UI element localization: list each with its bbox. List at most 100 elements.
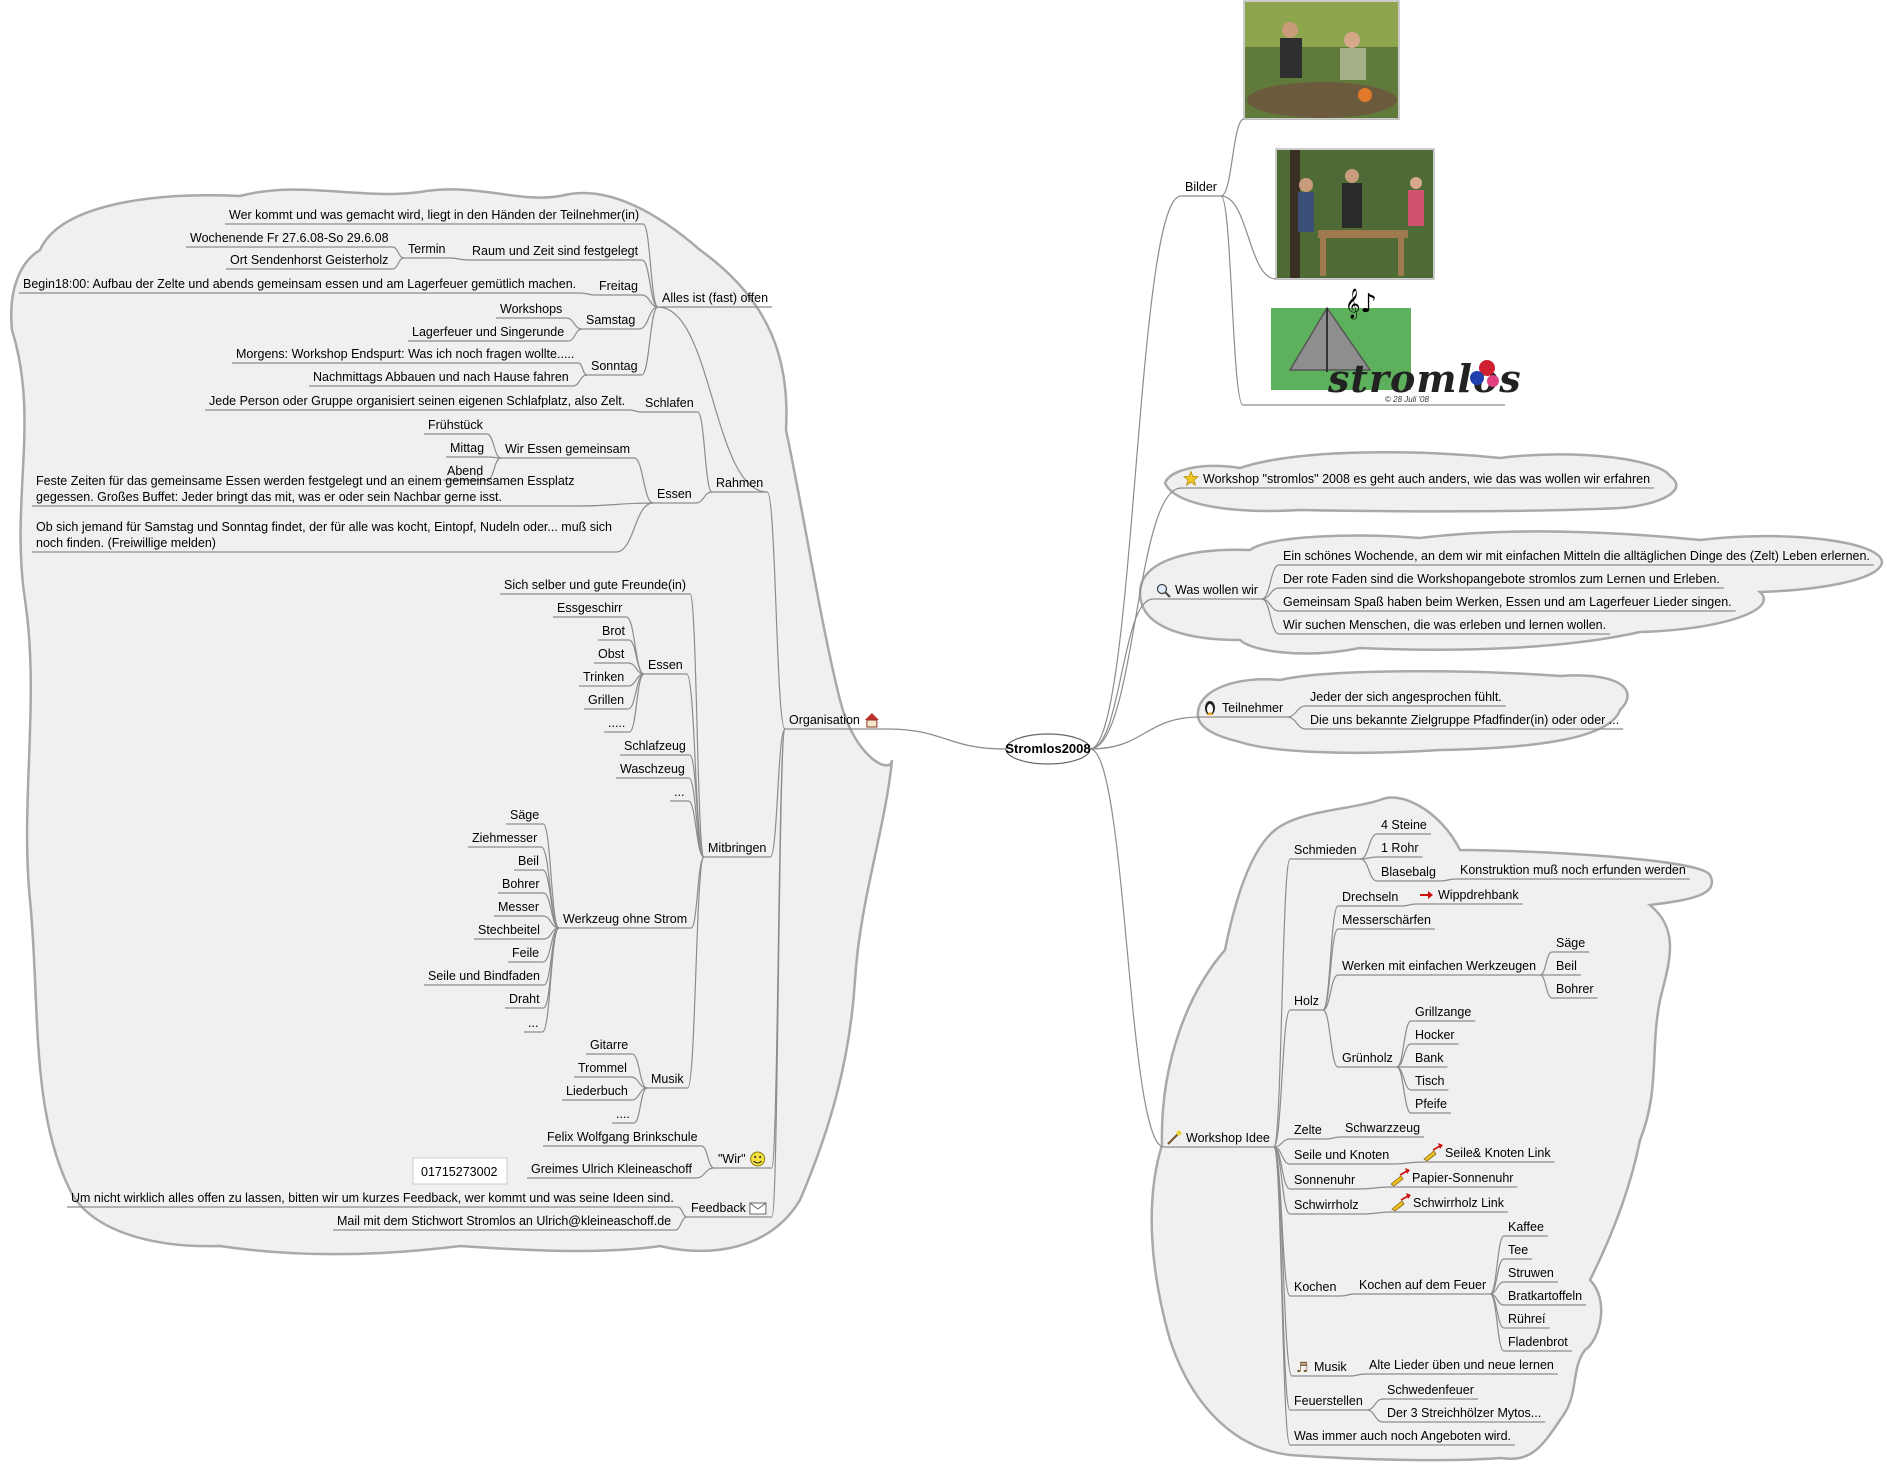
node-wz1[interactable]: Säge — [506, 808, 544, 825]
node-raum[interactable]: Raum und Zeit sind festgelegt — [468, 244, 643, 261]
node-mu3[interactable]: Liederbuch — [562, 1084, 632, 1101]
node-sc2[interactable]: 1 Rohr — [1377, 841, 1423, 858]
node-musik2[interactable]: ♬Musik — [1292, 1360, 1351, 1377]
node-so2[interactable]: Nachmittags Abbauen und nach Hause fahre… — [309, 370, 573, 387]
node-schmieden[interactable]: Schmieden — [1290, 843, 1361, 860]
node-tn1[interactable]: Jeder der sich angesprochen fühlt. — [1306, 690, 1506, 707]
node-fs2[interactable]: Der 3 Streichhölzer Mytos... — [1383, 1406, 1546, 1423]
node-ww3[interactable]: Gemeinsam Spaß haben beim Werken, Essen … — [1279, 595, 1736, 612]
node-w2[interactable]: Mittag — [446, 441, 489, 458]
node-se1[interactable]: Seile& Knoten Link — [1423, 1143, 1555, 1163]
node-freitag[interactable]: Freitag — [595, 279, 642, 296]
node-fb2[interactable]: Mail mit dem Stichwort Stromlos an Ulric… — [333, 1214, 676, 1231]
node-fs1[interactable]: Schwedenfeuer — [1383, 1383, 1478, 1400]
node-sonntag[interactable]: Sonntag — [587, 359, 642, 376]
node-alles[interactable]: Alles ist (fast) offen — [658, 291, 773, 308]
node-ww1[interactable]: Ein schönes Wochende, an dem wir mit ein… — [1279, 549, 1874, 566]
node-seile[interactable]: Seile und Knoten — [1290, 1148, 1394, 1165]
node-w1[interactable]: Frühstück — [424, 418, 487, 435]
node-werkzeug[interactable]: Werkzeug ohne Strom — [559, 912, 692, 929]
node-dr1[interactable]: Wippdrehbank — [1416, 888, 1523, 905]
node-g4[interactable]: Tisch — [1411, 1074, 1449, 1091]
node-h1[interactable]: Messerschärfen — [1338, 913, 1435, 930]
stromlos-logo[interactable]: 𝄞♪ stromlos © 28 Juli '08 — [1243, 283, 1522, 406]
node-t1[interactable]: Wochenende Fr 27.6.08-So 29.6.08 — [186, 231, 393, 248]
node-samstag[interactable]: Samstag — [582, 313, 640, 330]
node-k1[interactable]: Kaffee — [1504, 1220, 1548, 1237]
node-mu2[interactable]: Trommel — [574, 1061, 631, 1078]
node-s1[interactable]: Workshops — [496, 302, 567, 319]
node-schwirr[interactable]: Schwirrholz — [1290, 1198, 1363, 1215]
node-holz[interactable]: Holz — [1290, 994, 1324, 1011]
node-ww4[interactable]: Wir suchen Menschen, die was erleben und… — [1279, 618, 1611, 635]
node-su1[interactable]: Papier-Sonnenuhr — [1390, 1168, 1518, 1188]
node-g5[interactable]: Pfeife — [1411, 1097, 1451, 1114]
node-e1[interactable]: Feste Zeiten für das gemeinsame Essen we… — [32, 474, 579, 507]
node-feuer[interactable]: Feuerstellen — [1290, 1394, 1367, 1411]
node-teilnehmer[interactable]: Teilnehmer — [1200, 701, 1288, 718]
node-mu4[interactable]: .... — [612, 1107, 634, 1124]
node-mitbringen[interactable]: Mitbringen — [704, 841, 771, 858]
node-me3[interactable]: Obst — [594, 647, 629, 664]
node-kochen[interactable]: Kochen — [1290, 1280, 1341, 1297]
node-a1[interactable]: Wer kommt und was gemacht wird, liegt in… — [225, 208, 644, 225]
node-me6[interactable]: ..... — [604, 716, 630, 733]
node-wk1[interactable]: Säge — [1552, 936, 1590, 953]
node-ww2[interactable]: Der rote Faden sind die Workshopangebote… — [1279, 572, 1724, 589]
photo-workshop-1[interactable] — [1243, 0, 1400, 120]
node-sonnenuhr[interactable]: Sonnenuhr — [1290, 1173, 1360, 1190]
node-fb1[interactable]: Um nicht wirklich alles offen zu lassen,… — [67, 1191, 678, 1208]
node-sl1[interactable]: Jede Person oder Gruppe organisiert sein… — [205, 394, 630, 411]
node-k6[interactable]: Fladenbrot — [1504, 1335, 1572, 1352]
node-kochfeuer[interactable]: Kochen auf dem Feuer — [1355, 1278, 1491, 1295]
node-mu1[interactable]: Gitarre — [586, 1038, 633, 1055]
node-tn2[interactable]: Die uns bekannte Zielgruppe Pfadfinder(i… — [1306, 713, 1624, 730]
node-wz4[interactable]: Bohrer — [498, 877, 544, 894]
node-m3[interactable]: Waschzeug — [616, 762, 689, 779]
node-m1[interactable]: Sich selber und gute Freunde(in) — [500, 578, 691, 595]
node-me5[interactable]: Grillen — [584, 693, 629, 710]
node-wz10[interactable]: ... — [524, 1016, 543, 1033]
node-m2[interactable]: Schlafzeug — [620, 739, 690, 756]
node-m4[interactable]: ... — [670, 785, 689, 802]
node-g1[interactable]: Grillzange — [1411, 1005, 1476, 1022]
node-g3[interactable]: Bank — [1411, 1051, 1448, 1068]
node-ws[interactable]: Workshop "stromlos" 2008 es geht auch an… — [1181, 470, 1655, 489]
node-wz6[interactable]: Stechbeitel — [474, 923, 544, 940]
node-f1[interactable]: Begin18:00: Aufbau der Zelte und abends … — [19, 277, 581, 294]
node-blasebalg[interactable]: Blasebalg — [1377, 865, 1440, 882]
node-k5[interactable]: Rühreí — [1504, 1312, 1550, 1329]
node-zelte[interactable]: Zelte — [1290, 1123, 1326, 1140]
node-wz9[interactable]: Draht — [505, 992, 544, 1009]
node-me4[interactable]: Trinken — [579, 670, 629, 687]
node-musik1[interactable]: Musik — [647, 1072, 688, 1089]
node-schlafen[interactable]: Schlafen — [641, 396, 698, 413]
node-ze1[interactable]: Schwarzzeug — [1341, 1121, 1425, 1138]
node-so1[interactable]: Morgens: Workshop Endspurt: Was ich noch… — [232, 347, 579, 364]
node-s2[interactable]: Lagerfeuer und Singerunde — [408, 325, 569, 342]
node-wi[interactable]: Was immer auch noch Angeboten wird. — [1290, 1429, 1516, 1446]
node-k4[interactable]: Bratkartoffeln — [1504, 1289, 1587, 1306]
node-termin[interactable]: Termin — [404, 242, 450, 259]
node-wir[interactable]: Wir Essen gemeinsam — [501, 442, 635, 459]
node-messen[interactable]: Essen — [644, 658, 687, 675]
node-essen1[interactable]: Essen — [653, 487, 696, 504]
node-gruenholz[interactable]: Grünholz — [1338, 1051, 1397, 1068]
root-node[interactable]: Stromlos2008 — [1005, 733, 1091, 765]
node-k2[interactable]: Tee — [1504, 1243, 1533, 1260]
node-wi1[interactable]: Felix Wolfgang Brinkschule — [543, 1130, 702, 1147]
node-waswollen[interactable]: Was wollen wir — [1153, 583, 1262, 600]
node-wirg[interactable]: "Wir" — [714, 1151, 772, 1169]
node-sw1[interactable]: Schwirrholz Link — [1391, 1193, 1509, 1213]
node-org[interactable]: Organisation — [785, 713, 886, 730]
node-me2[interactable]: Brot — [598, 624, 629, 641]
node-wk3[interactable]: Bohrer — [1552, 982, 1598, 999]
node-wsidee[interactable]: Workshop Idee — [1164, 1130, 1274, 1148]
node-werken[interactable]: Werken mit einfachen Werkzeugen — [1338, 959, 1541, 976]
node-wi2[interactable]: Greimes Ulrich Kleineaschoff — [527, 1162, 696, 1179]
node-wz2[interactable]: Ziehmesser — [468, 831, 542, 848]
node-wk2[interactable]: Beil — [1552, 959, 1581, 976]
node-sc1[interactable]: 4 Steine — [1377, 818, 1431, 835]
node-w3[interactable]: Abend — [443, 464, 488, 481]
node-t2[interactable]: Ort Sendenhorst Geisterholz — [226, 253, 393, 270]
